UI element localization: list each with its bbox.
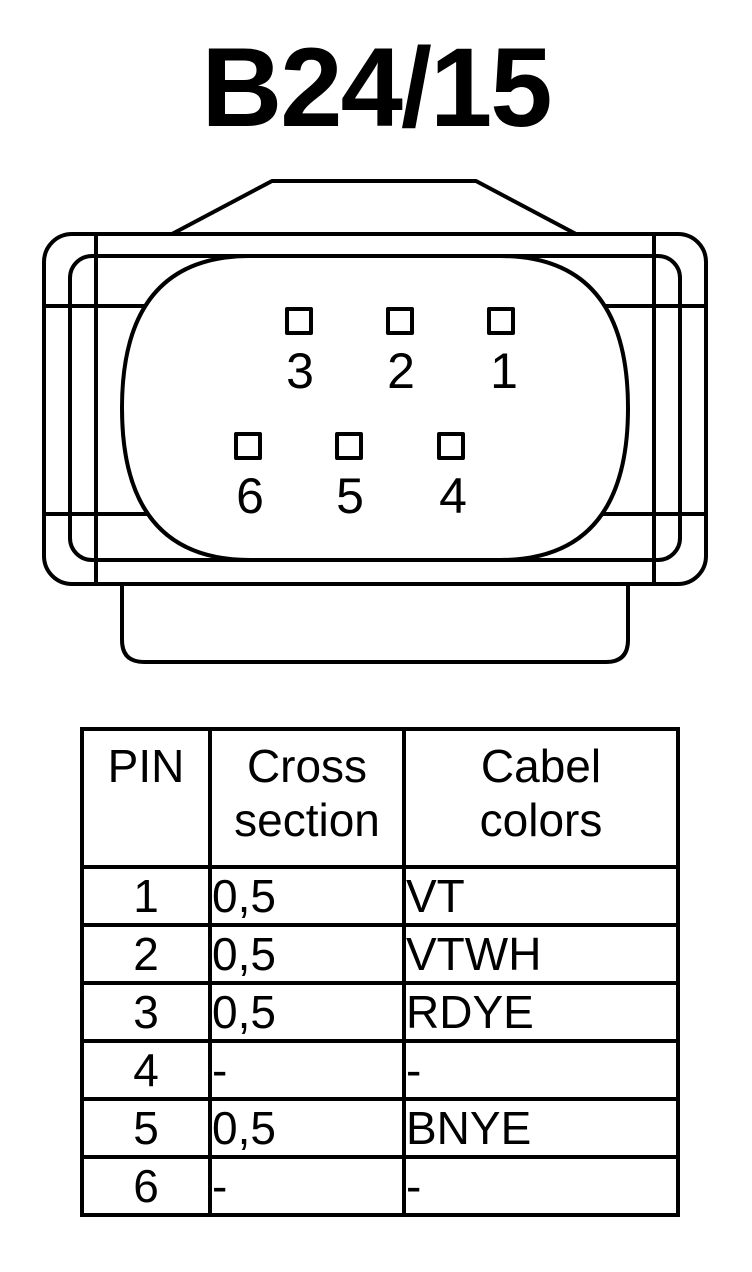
cell-pin: 6 xyxy=(80,1155,212,1217)
pin-2-icon xyxy=(386,307,414,335)
connector-latch xyxy=(171,179,577,236)
table-row: 2 0,5 VTWH xyxy=(80,923,680,985)
pin-label-2: 2 xyxy=(387,343,415,399)
connector-title: B24/15 xyxy=(201,25,552,150)
cell-cross-section: 0,5 xyxy=(208,1097,406,1159)
pin-5-icon xyxy=(335,432,363,460)
cell-cross-section: 0,5 xyxy=(208,981,406,1043)
pin-3-icon xyxy=(285,307,313,335)
cell-cross-section: - xyxy=(208,1039,406,1101)
connector-housing-outer xyxy=(42,232,708,586)
cell-cable-color: - xyxy=(402,1155,680,1217)
connector-bottom-tab xyxy=(120,584,630,664)
connector-face-oval xyxy=(120,254,630,562)
pin-label-6: 6 xyxy=(236,468,264,524)
pin-assignment-table: PIN Cross section Cabel colors 1 0,5 VT … xyxy=(80,727,680,1217)
pin-4-icon xyxy=(437,432,465,460)
cell-cable-color: BNYE xyxy=(402,1097,680,1159)
cell-pin: 5 xyxy=(80,1097,212,1159)
cell-cross-section: 0,5 xyxy=(208,923,406,985)
table-row: 4 - - xyxy=(80,1039,680,1101)
cell-cross-section: 0,5 xyxy=(208,865,406,927)
table-row: 1 0,5 VT xyxy=(80,865,680,927)
pin-6-icon xyxy=(234,432,262,460)
table-row: 5 0,5 BNYE xyxy=(80,1097,680,1159)
table-row: 6 - - xyxy=(80,1155,680,1217)
pin-label-4: 4 xyxy=(439,468,467,524)
cell-cable-color: VTWH xyxy=(402,923,680,985)
header-cable-colors: Cabel colors xyxy=(402,727,680,869)
pin-label-1: 1 xyxy=(490,343,518,399)
table-header-row: PIN Cross section Cabel colors xyxy=(80,727,680,869)
cell-pin: 2 xyxy=(80,923,212,985)
pin-label-5: 5 xyxy=(336,468,364,524)
pin-1-icon xyxy=(487,307,515,335)
cell-pin: 4 xyxy=(80,1039,212,1101)
cell-cable-color: - xyxy=(402,1039,680,1101)
pin-label-3: 3 xyxy=(286,343,314,399)
header-pin: PIN xyxy=(80,727,212,869)
connector-diagram: 3 2 1 6 5 4 xyxy=(42,179,708,664)
cell-cross-section: - xyxy=(208,1155,406,1217)
table-row: 3 0,5 RDYE xyxy=(80,981,680,1043)
cell-pin: 3 xyxy=(80,981,212,1043)
cell-pin: 1 xyxy=(80,865,212,927)
cell-cable-color: RDYE xyxy=(402,981,680,1043)
cell-cable-color: VT xyxy=(402,865,680,927)
header-cross-section: Cross section xyxy=(208,727,406,869)
